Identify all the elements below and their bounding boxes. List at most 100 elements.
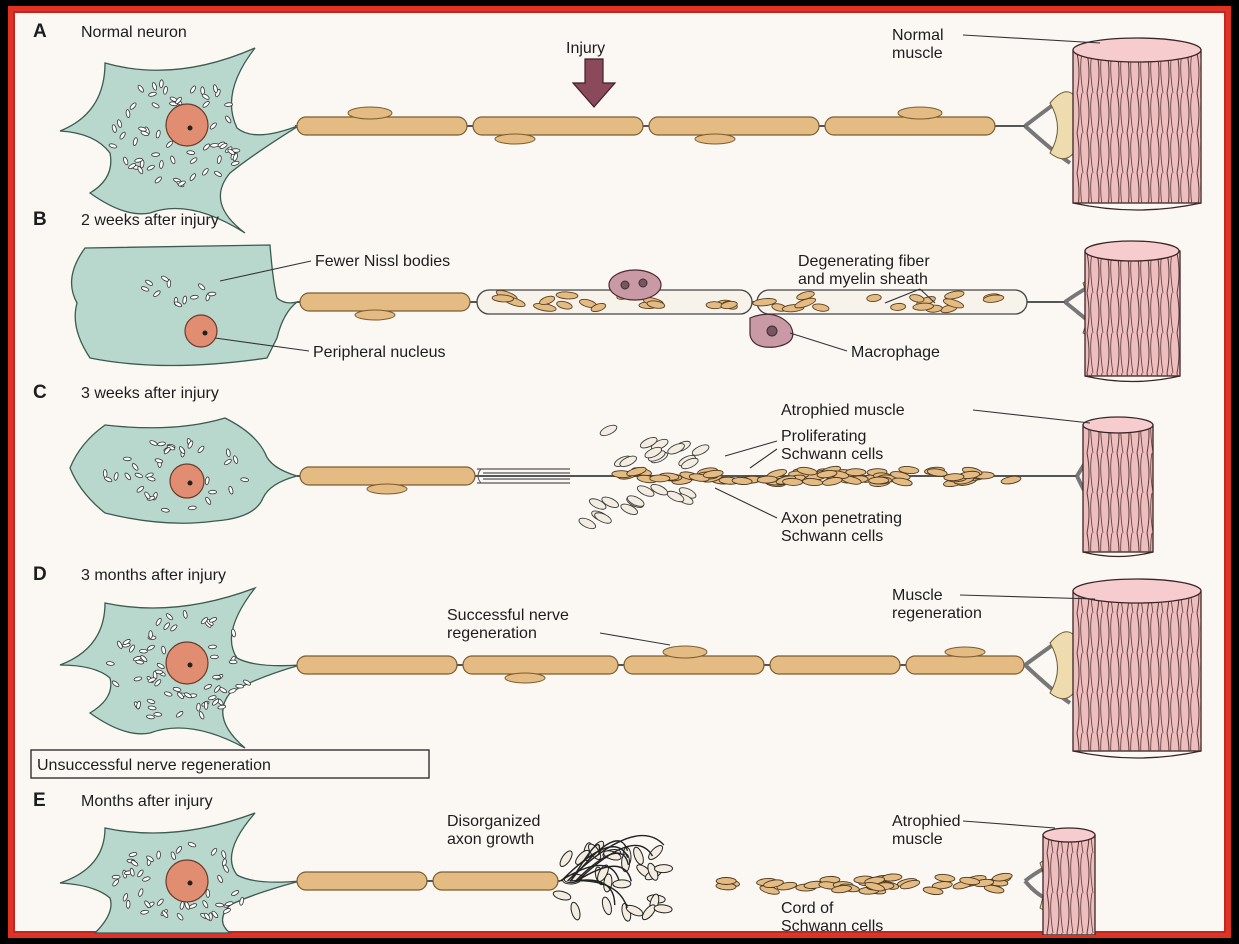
disorganized-schwann-cell <box>601 896 614 916</box>
myelin-segment <box>473 117 643 135</box>
nissl-body <box>236 684 244 688</box>
nissl-body <box>112 875 120 879</box>
schwann-cell <box>846 469 866 476</box>
nissl-body <box>213 675 221 679</box>
nissl-body <box>159 80 163 88</box>
stage-c: C 3 weeks after injury <box>33 382 1153 557</box>
myelin-segment <box>297 656 457 674</box>
myelin-segment <box>463 656 618 674</box>
muscle-regeneration-label-1: Muscle <box>892 587 943 604</box>
unsuccessful-box: Unsuccessful nerve regeneration <box>31 750 429 778</box>
stage-e-letter: E <box>33 790 46 811</box>
proliferating-label-2: Schwann cells <box>781 446 883 463</box>
disorganized-label-1: Disorganized <box>447 813 540 830</box>
stage-a-title: Normal neuron <box>81 24 187 41</box>
regenerated-muscle <box>1073 579 1201 758</box>
proliferating-schwann-cell <box>666 441 686 456</box>
nissl-body <box>157 851 161 859</box>
schwann-cell <box>757 476 777 484</box>
muscle-regeneration-label-2: regeneration <box>892 605 982 622</box>
nissl-body <box>152 153 160 157</box>
stage-e: E Months after injury <box>33 790 1095 935</box>
myelin-segment <box>906 656 1024 674</box>
fewer-nissl-label: Fewer Nissl bodies <box>315 253 450 270</box>
nissl-body <box>210 655 218 659</box>
nissl-body <box>229 660 237 664</box>
nucleus <box>166 104 208 146</box>
degenerating-label-1: Degenerating fiber <box>798 253 930 270</box>
neuron-cell-body-swollen <box>72 245 297 366</box>
myelin-segment <box>297 872 427 890</box>
nissl-body <box>196 703 200 711</box>
myelin-segment <box>825 117 995 135</box>
nissl-body <box>208 292 216 296</box>
stage-d-title: 3 months after injury <box>81 567 226 584</box>
myelin-segment <box>297 117 467 135</box>
nissl-body <box>210 143 218 147</box>
schwann-cell <box>650 475 670 482</box>
schwann-cell <box>869 477 889 484</box>
stage-a-letter: A <box>33 21 47 42</box>
schwann-cell-cord <box>992 872 1013 882</box>
nissl-body <box>224 102 232 106</box>
schwann-cell <box>782 478 802 486</box>
macrophage-label: Macrophage <box>851 344 940 361</box>
myelin-debris <box>706 301 723 309</box>
successful-label-2: regeneration <box>447 625 537 642</box>
atrophied-muscle-e-label-2: muscle <box>892 831 943 848</box>
cord-label-1: Cord of <box>781 900 834 917</box>
peripheral-nucleus <box>185 315 217 347</box>
stage-d: D 3 months after injury <box>33 564 1201 758</box>
nerve-regeneration-diagram: A Normal neuron Injury <box>15 13 1228 935</box>
myelin-segment <box>624 656 764 674</box>
nissl-body <box>139 649 147 653</box>
axon-penetrating-label-1: Axon penetrating <box>781 510 902 527</box>
nissl-body <box>154 712 162 716</box>
injury-label: Injury <box>566 40 605 57</box>
schwann-cell-cord <box>935 873 956 882</box>
disorganized-schwann-cell <box>558 849 575 868</box>
successful-label-1: Successful nerve <box>447 607 569 624</box>
nucleus <box>166 860 208 902</box>
atrophied-muscle-e-label-1: Atrophied <box>892 813 961 830</box>
nissl-body <box>123 457 131 461</box>
cord-label-2: Schwann cells <box>781 918 883 935</box>
muscle <box>1085 241 1180 382</box>
proliferating-label-1: Proliferating <box>781 428 866 445</box>
myelin-segment <box>300 467 475 485</box>
nissl-body <box>126 900 130 908</box>
disorganized-schwann-cell <box>552 889 571 901</box>
myelin-segment <box>300 293 470 311</box>
figure-panel: A Normal neuron Injury <box>13 11 1226 933</box>
disorganized-schwann-cell <box>654 904 673 914</box>
atrophied-muscle <box>1043 828 1095 935</box>
unsuccessful-label: Unsuccessful nerve regeneration <box>37 757 271 774</box>
stage-b-title: 2 weeks after injury <box>81 212 219 229</box>
macrophage <box>609 270 661 300</box>
nucleus <box>166 642 208 684</box>
myelin-segment <box>649 117 819 135</box>
stage-c-title: 3 weeks after injury <box>81 385 219 402</box>
stage-b-letter: B <box>33 209 47 230</box>
atrophied-muscle-label: Atrophied muscle <box>781 402 905 419</box>
stage-d-letter: D <box>33 564 47 585</box>
myelin-segment <box>433 872 558 890</box>
nissl-body <box>208 645 216 649</box>
disorganized-label-2: axon growth <box>447 831 534 848</box>
schwann-cell-cord <box>716 878 736 885</box>
stage-c-letter: C <box>33 382 47 403</box>
stage-a: A Normal neuron Injury <box>33 21 1201 233</box>
disorganized-schwann-cell <box>654 864 672 872</box>
stage-e-title: Months after injury <box>81 793 213 810</box>
injury-arrow <box>573 59 615 107</box>
peripheral-nucleus-label: Peripheral nucleus <box>313 344 446 361</box>
nissl-body <box>188 506 196 510</box>
nissl-body <box>206 889 210 897</box>
proliferating-schwann-cell <box>599 423 619 438</box>
normal-muscle <box>1073 38 1201 210</box>
stage-b: B 2 weeks after injury <box>33 209 1180 382</box>
nissl-body <box>103 469 107 477</box>
nissl-body <box>209 490 217 494</box>
axon-penetrating-label-2: Schwann cells <box>781 528 883 545</box>
